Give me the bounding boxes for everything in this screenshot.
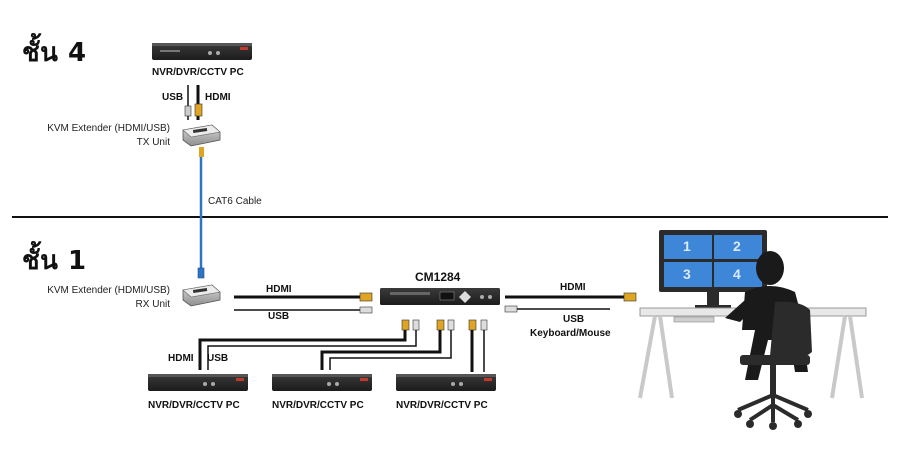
video-wall-monitor — [659, 230, 767, 309]
pc-to-switch-cables — [198, 319, 488, 372]
switch-to-monitor-cables — [504, 292, 637, 313]
cm1284-switch — [380, 288, 500, 305]
tx-unit-label: KVM Extender (HDMI/USB) TX Unit — [30, 122, 170, 150]
rx-unit-label-line2: RX Unit — [135, 299, 170, 310]
bottom-pc-1-label: NVR/DVR/CCTV PC — [148, 400, 240, 411]
bottom-nvr-pc-2 — [272, 374, 372, 391]
floor-divider — [12, 216, 888, 218]
rx-hdmi-label: HDMI — [266, 284, 292, 295]
tx-unit-label-line2: TX Unit — [136, 137, 170, 148]
monitor-hdmi-label: HDMI — [560, 282, 586, 293]
bottom-nvr-pc-3 — [396, 374, 496, 391]
tx-unit-label-line1: KVM Extender (HDMI/USB) — [47, 123, 170, 134]
bottom-pc-3-label: NVR/DVR/CCTV PC — [396, 400, 488, 411]
rx-unit-label: KVM Extender (HDMI/USB) RX Unit — [30, 284, 170, 312]
rx-to-switch-cables — [234, 292, 373, 314]
kvm-tx-unit — [182, 124, 221, 147]
top-pc-label: NVR/DVR/CCTV PC — [152, 67, 244, 78]
keyboard-usb-label: USB — [563, 314, 585, 325]
floor-1-label: ชั้น 1 — [22, 246, 87, 276]
screen-1-label: 1 — [683, 238, 691, 254]
keyboard-mouse-label: Keyboard/Mouse — [530, 328, 611, 339]
top-usb-label: USB — [162, 92, 184, 103]
floor-4-label: ชั้น 4 — [22, 38, 87, 68]
top-pc-cables — [184, 85, 203, 120]
screen-4-label: 4 — [733, 266, 741, 282]
top-nvr-pc — [152, 43, 252, 60]
rx-unit-label-line1: KVM Extender (HDMI/USB) — [47, 285, 170, 296]
office-chair — [734, 301, 812, 430]
screen-2-label: 2 — [733, 238, 741, 254]
pc-usb-label: USB — [207, 353, 229, 364]
pc-hdmi-label: HDMI — [168, 353, 194, 364]
screen-3-label: 3 — [683, 266, 691, 282]
switch-name-label: CM1284 — [415, 270, 461, 284]
bottom-nvr-pc-1 — [148, 374, 248, 391]
rx-usb-label: USB — [268, 311, 290, 322]
cat6-cable — [197, 147, 205, 279]
cat6-cable-label: CAT6 Cable — [208, 196, 262, 207]
top-hdmi-label: HDMI — [205, 92, 231, 103]
bottom-pc-2-label: NVR/DVR/CCTV PC — [272, 400, 364, 411]
kvm-rx-unit — [182, 284, 221, 307]
